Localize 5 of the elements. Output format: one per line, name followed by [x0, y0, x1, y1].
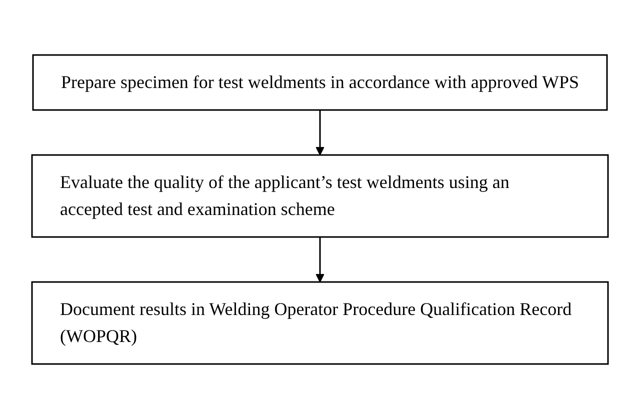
- arrow: [315, 110, 324, 155]
- node-box: Document results in Welding Operator Procedure Qualification Record (WOPQR): [30, 280, 608, 364]
- node-box: Evaluate the quality of the applicant’s test weldments using an accepted test and examination scheme: [30, 154, 608, 238]
- arrow: [315, 236, 324, 282]
- node-box: Prepare specimen for test weldments in accordance with approved WPS: [32, 54, 608, 110]
